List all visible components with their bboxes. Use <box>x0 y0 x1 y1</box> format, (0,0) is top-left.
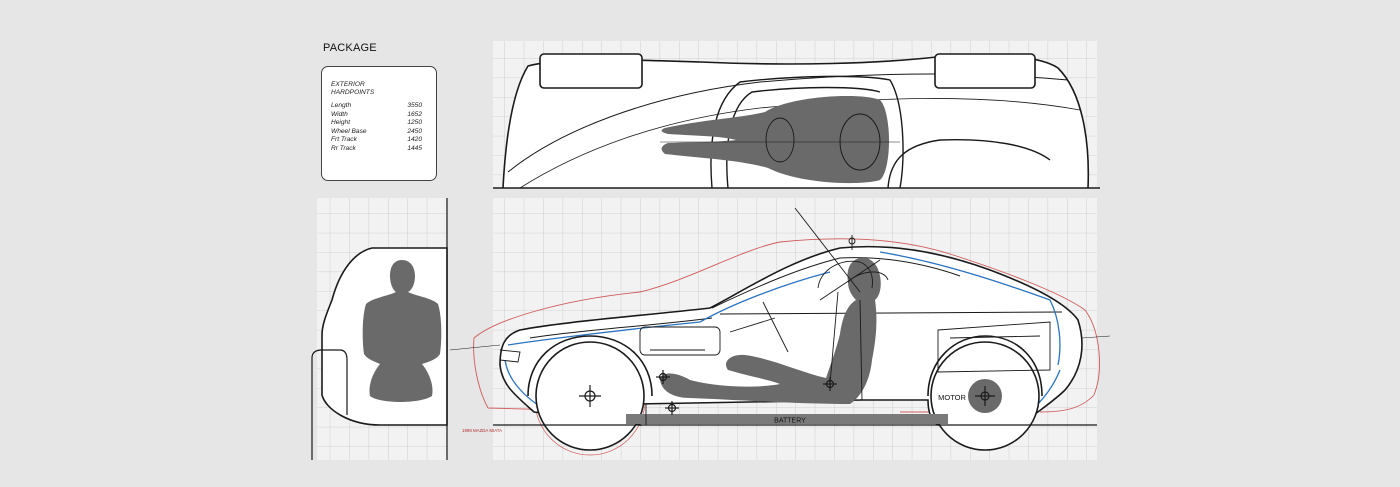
battery-label: BATTERY <box>774 418 806 425</box>
exterior-hardpoints-card: EXTERIOR HARDPOINTS Length 3550 Width 16… <box>321 66 437 181</box>
spec-row-height: Height 1250 <box>331 119 422 127</box>
spec-row-rear-track: Rr Track 1445 <box>331 144 422 152</box>
spec-row-length: Length 3550 <box>331 102 422 109</box>
side-view-interior-details <box>499 299 1051 425</box>
top-view-mirrors <box>539 53 1036 89</box>
reference-car-label: 1998 MAZDA MIATA <box>462 428 502 433</box>
front-wheel <box>527 335 653 451</box>
page-title: PACKAGE <box>323 42 377 54</box>
rear-wheel <box>927 335 1043 451</box>
motor-label: MOTOR <box>938 393 966 402</box>
side-view-greenhouse <box>529 257 1063 339</box>
spec-row-wheel-base: Wheel Base 2450 <box>331 127 422 135</box>
side-view-reference-lines <box>449 335 1111 351</box>
side-view-mannequin <box>656 207 889 415</box>
spec-row-width: Width 1652 <box>331 110 422 118</box>
top-view-mannequin <box>660 96 900 184</box>
spec-row-front-track: Frt Track 1420 <box>331 136 422 144</box>
battery-block <box>626 414 948 424</box>
front-view-mannequin <box>362 260 442 402</box>
spec-heading: EXTERIOR HARDPOINTS <box>331 81 375 96</box>
